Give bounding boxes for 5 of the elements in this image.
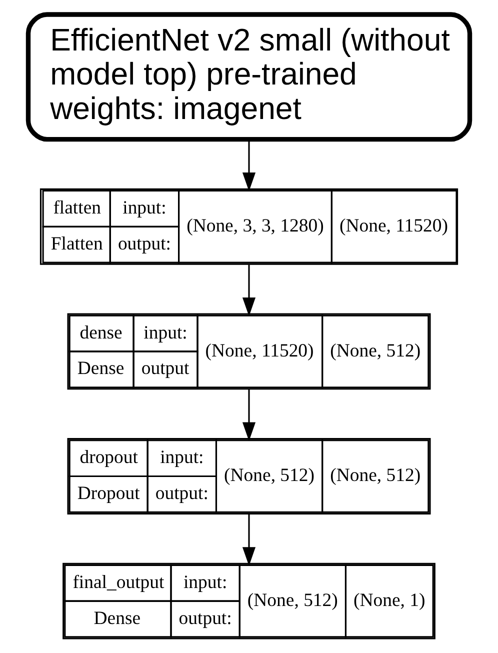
arrow (242, 264, 256, 316)
arrow (242, 139, 256, 192)
arrow (242, 514, 256, 566)
arrow (242, 390, 256, 441)
node-box: EfficientNet v2 small (without model top) pre-trained weights: imagenet (26, 12, 472, 142)
